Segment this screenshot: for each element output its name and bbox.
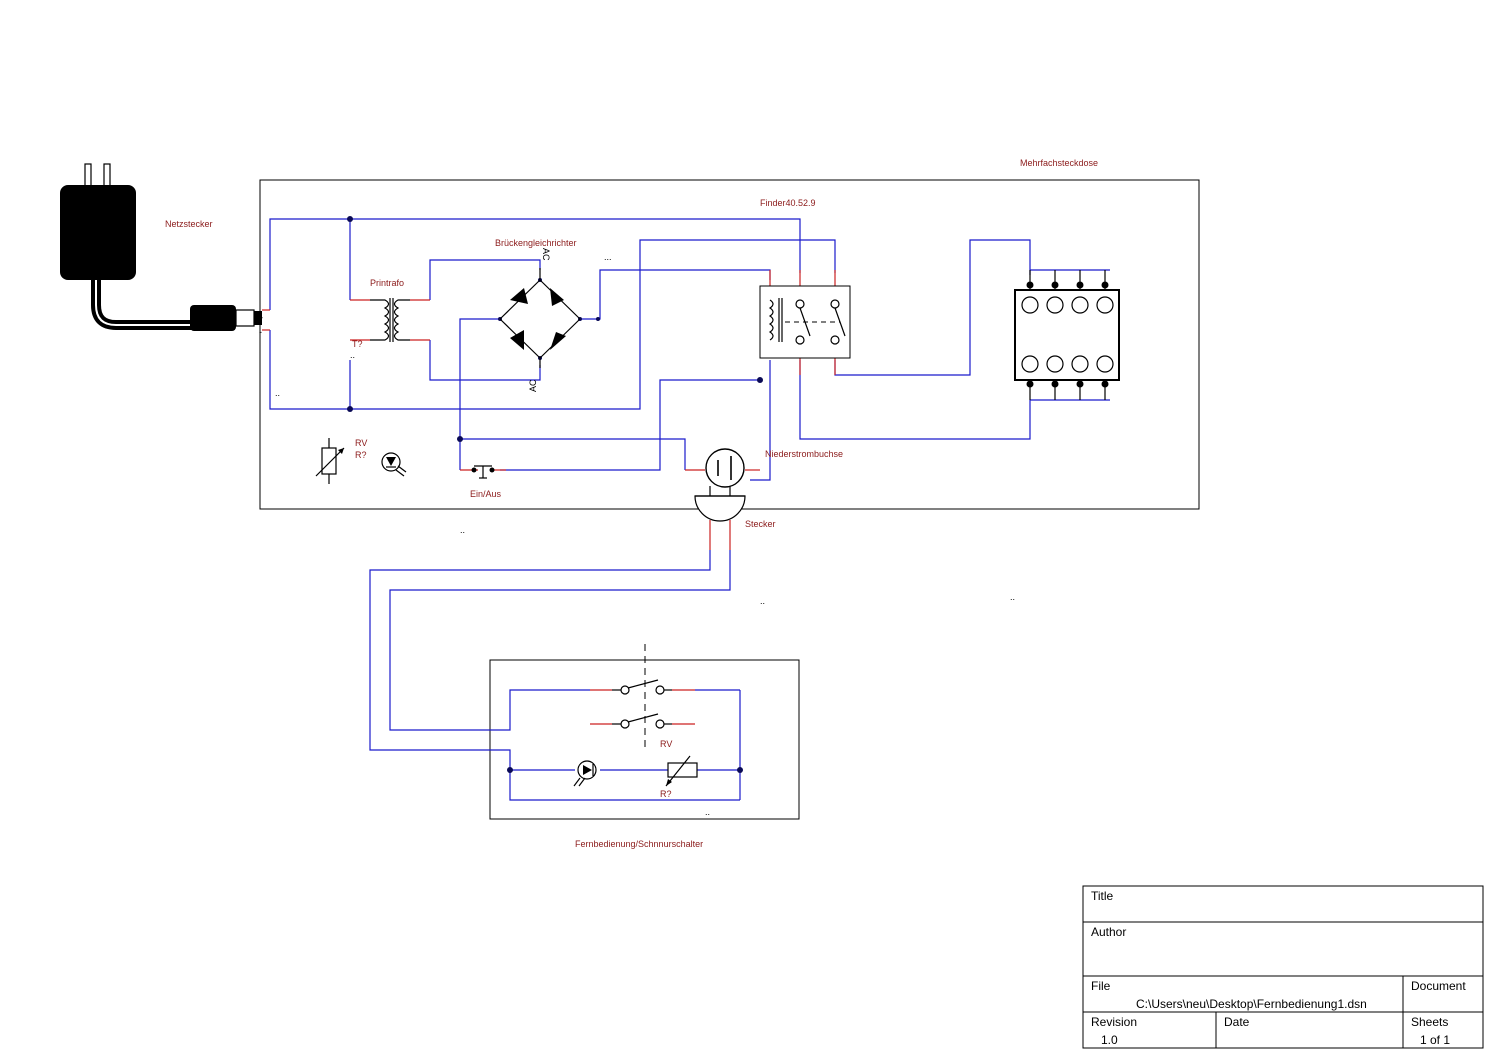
- label-mehrfachsteckdose: Mehrfachsteckdose: [1020, 158, 1098, 168]
- label-stecker: Stecker: [745, 519, 776, 529]
- file-value: C:\Users\neu\Desktop\Fernbedienung1.dsn: [1136, 997, 1367, 1011]
- label-r-top: R?: [355, 450, 367, 460]
- label-dots-right1: ..: [760, 596, 765, 606]
- author-label: Author: [1091, 925, 1126, 939]
- transformer-symbol: [370, 298, 410, 342]
- document-label: Document: [1411, 979, 1466, 993]
- label-rv-bottom: RV: [660, 739, 672, 749]
- relay-symbol: [759, 285, 851, 359]
- label-dots-mid: ..: [460, 525, 465, 535]
- label-brueckengleichrichter: Brückengleichrichter: [495, 238, 577, 248]
- label-rv-top: RV: [355, 438, 367, 448]
- label-ac-top: AC: [541, 248, 551, 261]
- revision-label: Revision: [1091, 1015, 1137, 1029]
- label-dots-rect: ...: [604, 252, 612, 262]
- label-printrafo: Printrafo: [370, 278, 404, 288]
- power-plug: [60, 163, 262, 331]
- label-dots-remote: ..: [705, 807, 710, 817]
- label-r-bottom: R?: [660, 789, 672, 799]
- low-voltage-jack: [705, 448, 745, 488]
- bridge-rectifier: [499, 268, 581, 368]
- wiring: [269, 218, 1110, 801]
- socket-strip: [1014, 270, 1120, 400]
- label-finder: Finder40.52.9: [760, 198, 816, 208]
- plug-connector: [694, 486, 746, 522]
- label-plus: +: [258, 313, 263, 323]
- title-block: Title Author File C:\Users\neu\Desktop\F…: [1082, 885, 1484, 1049]
- variable-resistor-remote: [665, 755, 698, 787]
- revision-value: 1.0: [1101, 1033, 1118, 1047]
- variable-resistor-top: [315, 438, 345, 484]
- sheets-label: Sheets: [1411, 1015, 1448, 1029]
- label-dots-trafo: ..: [350, 350, 355, 360]
- label-minus: -: [259, 327, 262, 337]
- title-label: Title: [1091, 889, 1114, 903]
- label-fernbedienung: Fernbedienung/Schnnurschalter: [575, 839, 703, 849]
- label-ein-aus: Ein/Aus: [470, 489, 502, 499]
- led-remote: [573, 760, 597, 787]
- file-label: File: [1091, 979, 1111, 993]
- label-ac-bottom: AC: [528, 379, 538, 392]
- led-top: [381, 452, 407, 477]
- on-off-switch: [471, 465, 495, 479]
- date-label: Date: [1224, 1015, 1250, 1029]
- label-niederstrombuchse: Niederstrombuchse: [765, 449, 843, 459]
- remote-double-switch: [612, 644, 672, 752]
- label-netzstecker: Netzstecker: [165, 219, 213, 229]
- label-dots-left: ..: [275, 388, 280, 398]
- pin-stubs: [262, 270, 836, 725]
- label-dots-right2: ..: [1010, 592, 1015, 602]
- label-trafo-ref: T?: [352, 339, 363, 349]
- sheets-value: 1 of 1: [1420, 1033, 1450, 1047]
